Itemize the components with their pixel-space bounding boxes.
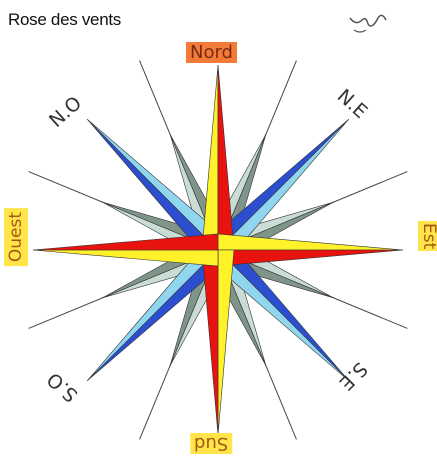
cardinal-point-0-left bbox=[202, 65, 218, 250]
cardinal-point-2-left bbox=[218, 250, 234, 435]
label-ouest: Ouest bbox=[4, 208, 28, 266]
label-sud: Sud bbox=[190, 433, 232, 454]
cardinal-point-1-right bbox=[218, 250, 403, 266]
cardinal-point-3-left bbox=[33, 250, 218, 266]
label-est: Est bbox=[418, 221, 437, 251]
cardinal-point-1-left bbox=[218, 234, 403, 250]
label-nord: Nord bbox=[186, 42, 237, 63]
cardinal-point-3-right bbox=[33, 234, 218, 250]
cardinal-point-2-right bbox=[202, 250, 218, 435]
cardinal-point-0-right bbox=[218, 65, 234, 250]
